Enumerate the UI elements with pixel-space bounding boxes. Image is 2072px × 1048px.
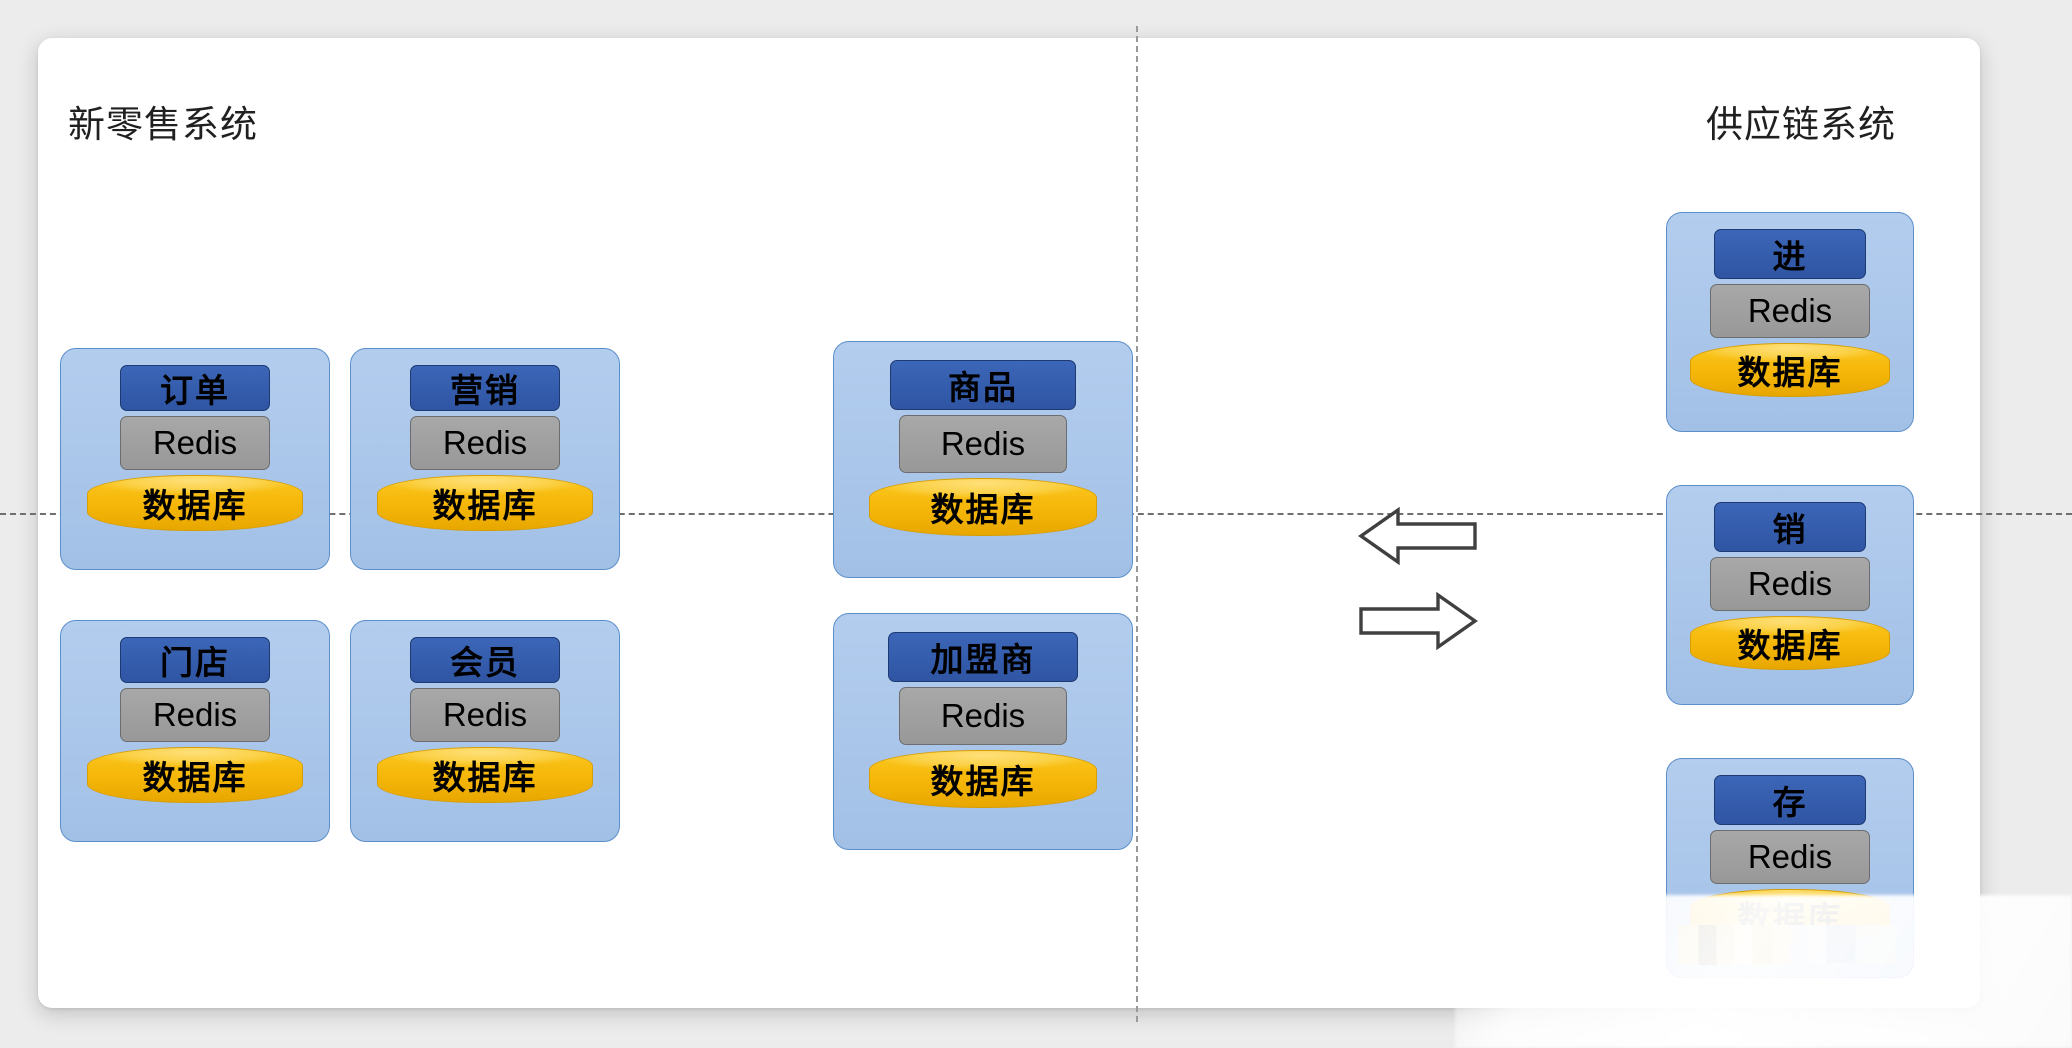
service-card-product[interactable]: 商品 Redis 数据库 — [833, 341, 1133, 578]
cache-badge: Redis — [1710, 557, 1870, 611]
cache-badge: Redis — [1710, 284, 1870, 338]
database-badge: 数据库 — [377, 747, 593, 803]
service-card-franchisee[interactable]: 加盟商 Redis 数据库 — [833, 613, 1133, 850]
service-name-badge: 商品 — [890, 360, 1076, 410]
service-name-badge: 进 — [1714, 229, 1866, 279]
database-badge: 数据库 — [87, 747, 303, 803]
service-card-member[interactable]: 会员 Redis 数据库 — [350, 620, 620, 842]
service-name-badge: 订单 — [120, 365, 270, 411]
cache-badge: Redis — [120, 688, 270, 742]
service-name-badge: 加盟商 — [888, 632, 1078, 682]
service-card-store[interactable]: 门店 Redis 数据库 — [60, 620, 330, 842]
section-title-new-retail: 新零售系统 — [68, 104, 258, 145]
service-name-badge: 销 — [1714, 502, 1866, 552]
cache-badge: Redis — [899, 415, 1067, 473]
vertical-divider — [1136, 26, 1138, 1022]
service-name-badge: 会员 — [410, 637, 560, 683]
database-badge: 数据库 — [1690, 616, 1890, 670]
service-card-order[interactable]: 订单 Redis 数据库 — [60, 348, 330, 570]
database-badge: 数据库 — [869, 478, 1097, 536]
pixelated-redaction-block — [1678, 925, 1826, 965]
arrow-right-icon — [1359, 591, 1478, 651]
database-badge: 数据库 — [87, 475, 303, 531]
cache-badge: Redis — [410, 688, 560, 742]
supply-card-sales[interactable]: 销 Redis 数据库 — [1666, 485, 1914, 705]
section-title-supply-chain: 供应链系统 — [1706, 104, 1896, 145]
cache-badge: Redis — [120, 416, 270, 470]
cache-badge: Redis — [1710, 830, 1870, 884]
cache-badge: Redis — [410, 416, 560, 470]
arrow-left-icon — [1358, 506, 1477, 566]
service-name-badge: 存 — [1714, 775, 1866, 825]
service-card-marketing[interactable]: 营销 Redis 数据库 — [350, 348, 620, 570]
database-badge: 数据库 — [377, 475, 593, 531]
cache-badge: Redis — [899, 687, 1067, 745]
supply-card-purchase[interactable]: 进 Redis 数据库 — [1666, 212, 1914, 432]
pixelated-redaction-block-secondary — [1826, 925, 1896, 963]
database-badge: 数据库 — [1690, 343, 1890, 397]
service-name-badge: 门店 — [120, 637, 270, 683]
database-badge: 数据库 — [869, 750, 1097, 808]
service-name-badge: 营销 — [410, 365, 560, 411]
